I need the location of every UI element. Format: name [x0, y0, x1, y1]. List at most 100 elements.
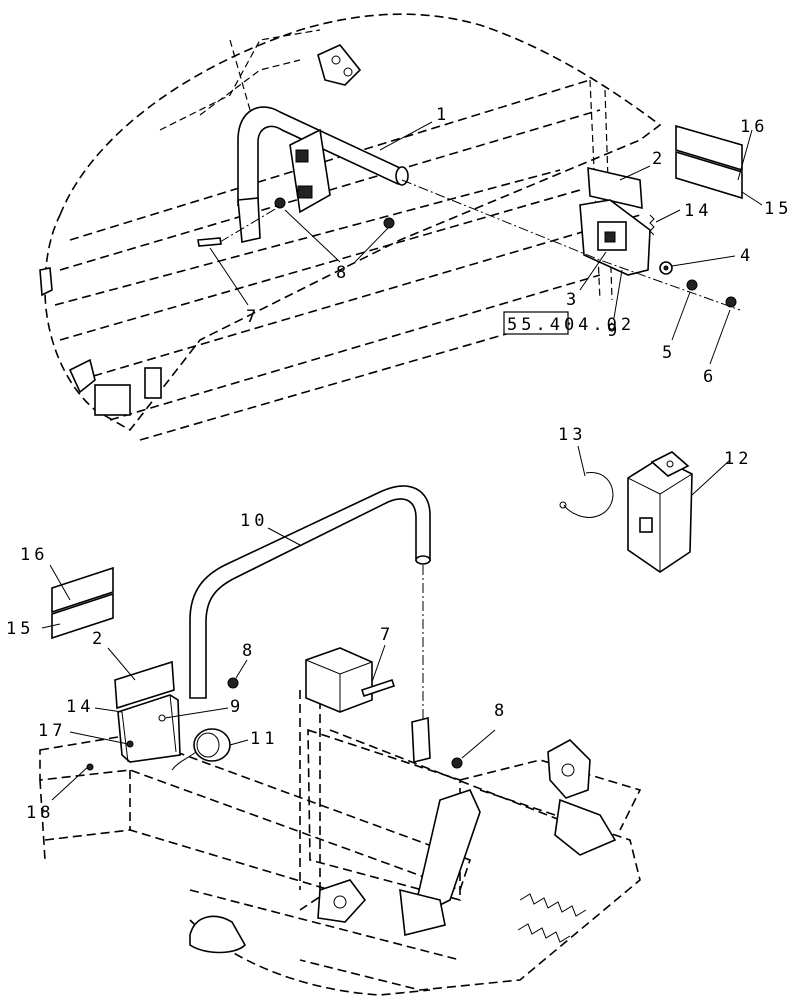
top-nut-8-b [383, 217, 395, 229]
bottom-pivot-hole [333, 895, 347, 909]
callout-3-top: 3 [566, 290, 580, 310]
leader-2-bot [107, 647, 136, 681]
leader-14-bot [94, 707, 123, 713]
callout-2-top: 2 [652, 149, 666, 169]
top-upper-detail [159, 29, 321, 131]
callout-16-top: 16 [740, 117, 768, 137]
bottom-hitch-hole [561, 763, 575, 777]
callout-13: 13 [558, 425, 586, 445]
callout-7-top: 7 [246, 307, 260, 327]
bottom-frame-box [307, 728, 461, 902]
top-decal-15 [675, 150, 743, 200]
switch-housing-12-tab [650, 451, 690, 477]
callout-15-bot: 15 [6, 619, 34, 639]
top-bolt-7 [197, 237, 222, 247]
bottom-hitch-plate [547, 739, 591, 799]
callout-labels: 1 2 3 4 5 6 7 8 9 14 15 16 13 12 10 16 1… [6, 105, 792, 823]
leader-8-top-a [284, 209, 341, 263]
bottom-frame-lower-rail [44, 829, 332, 911]
callout-6-top: 6 [703, 367, 717, 387]
top-decal-2 [94, 384, 131, 416]
leader-8-bot-a [235, 659, 248, 679]
top-left-clip [39, 267, 53, 297]
top-body-line-1 [69, 79, 591, 241]
bottom-nut-8-a [227, 677, 239, 689]
top-body-line-3 [54, 169, 561, 306]
bottom-handle-end [415, 555, 431, 565]
leader-16-top [737, 129, 753, 181]
top-nut-6 [725, 296, 737, 308]
retaining-ring-13-eye [559, 501, 567, 509]
top-decal-1 [144, 367, 162, 399]
top-body-line-4 [59, 189, 581, 341]
bottom-frame-post [299, 690, 321, 895]
top-clamp [237, 197, 261, 243]
leader-13 [577, 445, 586, 477]
bottom-switch-box [305, 647, 373, 713]
top-hitch-hole-1 [331, 55, 341, 65]
callout-15-top: 15 [764, 199, 792, 219]
reference-box-frame [503, 311, 569, 335]
bottom-decal-15 [51, 592, 114, 640]
bottom-rivet-18 [86, 763, 94, 771]
callout-7-bot: 7 [380, 625, 394, 645]
callout-8-top: 8 [336, 263, 350, 283]
bottom-nut-8-b [451, 757, 463, 769]
bottom-decal-2-plate [114, 660, 175, 710]
bottom-switch-11-face [196, 732, 220, 758]
switch-housing-12-top [627, 473, 693, 572]
top-frame-outline [44, 13, 662, 432]
bottom-link-arm [417, 789, 481, 912]
callout-2-bot: 2 [92, 629, 106, 649]
leader-2-top [619, 165, 651, 181]
bottom-handle-bar-10 [189, 485, 431, 699]
top-hitch-plate [317, 44, 362, 86]
leader-15-bot [41, 623, 61, 629]
callout-4-top: 4 [740, 246, 754, 266]
bottom-decal-16 [51, 566, 114, 614]
leader-3-top [579, 251, 607, 291]
leader-11 [229, 739, 249, 746]
leader-8-bot-b [461, 729, 496, 759]
bottom-frame-right-1 [459, 759, 642, 831]
bottom-wheel-shoe [189, 915, 246, 954]
leader-7-top [209, 247, 249, 306]
top-body-line-6 [109, 274, 601, 421]
bottom-switch-box-edge [305, 659, 373, 712]
top-assembly [39, 13, 763, 441]
leader-14-top [655, 209, 681, 223]
top-body-line-5 [79, 214, 641, 381]
leader-6-top [709, 309, 731, 365]
bottom-assembly [39, 485, 642, 996]
leader-17 [69, 731, 129, 745]
top-spring-14 [649, 214, 655, 236]
top-handle-end [395, 166, 409, 186]
retaining-ring-13 [563, 472, 614, 518]
top-bracket-decal-2 [297, 185, 313, 199]
reference-box[interactable]: 55.404.02 [503, 311, 635, 335]
top-switch-button [604, 231, 616, 243]
bottom-lower-bracket [399, 888, 446, 936]
leader-8-top-b [354, 227, 389, 263]
callout-1-top: 1 [436, 105, 450, 125]
leader-5-top [671, 291, 691, 341]
leader-7-bot [371, 644, 386, 683]
top-body-line-7 [139, 329, 521, 441]
leader-4-top [671, 255, 736, 267]
leader-1-top [379, 121, 433, 151]
top-bracket-decal-1 [295, 149, 309, 163]
leader-9-bot [164, 707, 229, 719]
leader-18 [51, 764, 91, 801]
switch-housing-12-hole [666, 460, 674, 468]
top-nut-8-a [274, 197, 286, 209]
callout-11: 11 [250, 729, 278, 749]
bottom-right-arm [554, 798, 617, 856]
leader-16-bot [49, 564, 71, 601]
callout-18: 18 [26, 803, 54, 823]
callout-17: 17 [38, 721, 66, 741]
callout-16-bot: 16 [20, 545, 48, 565]
callout-10: 10 [240, 511, 268, 531]
switch-assembly-detail [559, 445, 731, 573]
callout-8-bot-b: 8 [494, 701, 508, 721]
